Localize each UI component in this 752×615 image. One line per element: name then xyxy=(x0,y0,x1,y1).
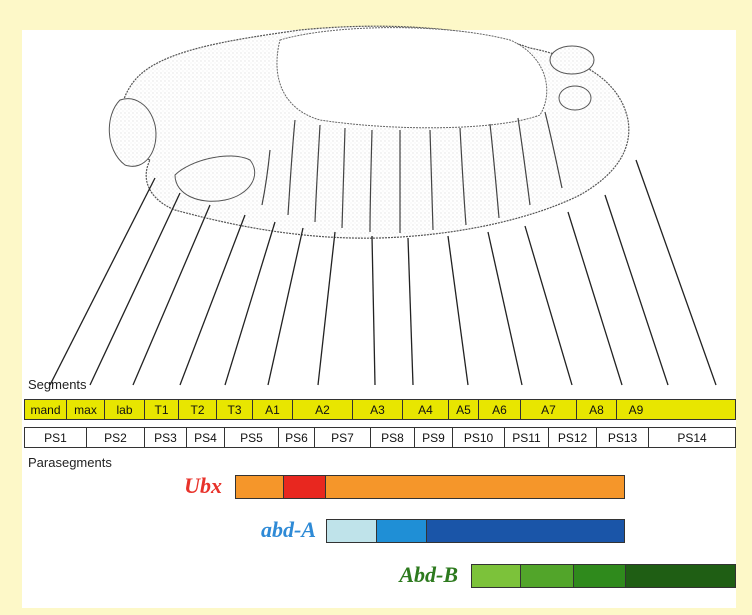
segment-cell: A9 xyxy=(617,400,655,419)
segment-cell: A3 xyxy=(353,400,403,419)
segment-cell: A2 xyxy=(293,400,353,419)
segment-cell: mand xyxy=(25,400,67,419)
dorsal-region xyxy=(277,28,547,128)
expression-segment xyxy=(327,520,377,542)
parasegment-cell: PS12 xyxy=(549,428,597,447)
segment-cell: T1 xyxy=(145,400,179,419)
segment-cell: A8 xyxy=(577,400,617,419)
parasegment-cell: PS7 xyxy=(315,428,371,447)
gene-label-abd-a: abd-A xyxy=(224,517,316,543)
expression-segment xyxy=(626,565,735,587)
expression-segment xyxy=(427,520,624,542)
expression-segment xyxy=(521,565,574,587)
segment-cell: A4 xyxy=(403,400,449,419)
abd-a-expression-bar xyxy=(326,519,625,543)
segment-cell: A7 xyxy=(521,400,577,419)
gene-label-abd-b: Abd-B xyxy=(360,562,458,588)
segment-cell: lab xyxy=(105,400,145,419)
parasegment-cell: PS2 xyxy=(87,428,145,447)
parasegment-cell: PS6 xyxy=(279,428,315,447)
segment-cell: T3 xyxy=(217,400,253,419)
parasegment-cell: PS5 xyxy=(225,428,279,447)
parasegment-cell: PS13 xyxy=(597,428,649,447)
gene-label-ubx: Ubx xyxy=(130,473,222,499)
parasegment-cell: PS1 xyxy=(25,428,87,447)
posterior-lobe xyxy=(550,46,594,74)
expression-segment xyxy=(284,476,326,498)
parasegments-label: Parasegments xyxy=(28,455,112,470)
expression-segment xyxy=(377,520,427,542)
segment-cell: max xyxy=(67,400,105,419)
abd-b-expression-bar xyxy=(471,564,736,588)
segment-cell: A6 xyxy=(479,400,521,419)
expression-segment xyxy=(574,565,626,587)
posterior-lobe-2 xyxy=(559,86,591,110)
expression-segment xyxy=(236,476,284,498)
parasegment-cell: PS14 xyxy=(649,428,735,447)
expression-segment xyxy=(326,476,624,498)
segments-label: Segments xyxy=(28,377,87,392)
expression-segment xyxy=(472,565,521,587)
segment-cell: A1 xyxy=(253,400,293,419)
parasegment-cell: PS11 xyxy=(505,428,549,447)
segment-cell: T2 xyxy=(179,400,217,419)
segment-cell: A5 xyxy=(449,400,479,419)
parasegment-cell: PS4 xyxy=(187,428,225,447)
parasegment-cell: PS8 xyxy=(371,428,415,447)
parasegment-cell: PS9 xyxy=(415,428,453,447)
ubx-expression-bar xyxy=(235,475,625,499)
parasegment-cell: PS10 xyxy=(453,428,505,447)
parasegment-cell: PS3 xyxy=(145,428,187,447)
